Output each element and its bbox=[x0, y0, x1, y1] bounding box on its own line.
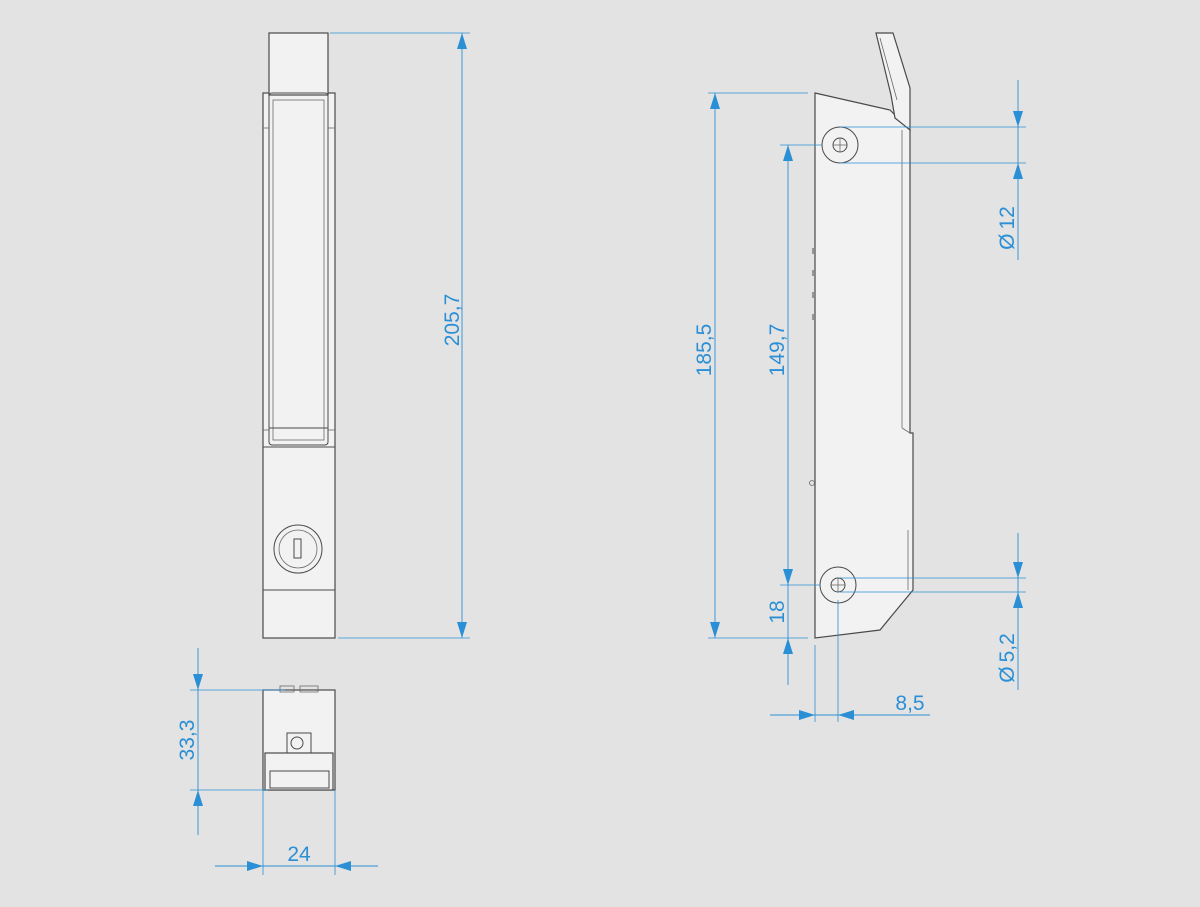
side-view bbox=[809, 32, 914, 639]
dim-hole-large-label: Ø12 bbox=[996, 206, 1019, 250]
dim-bottom-width-label: 24 bbox=[287, 843, 311, 866]
dim-side-spacing-label: 149,7 bbox=[766, 324, 789, 377]
dim-front-height: 205,7 bbox=[330, 32, 470, 639]
side-top-hook bbox=[875, 32, 911, 132]
dim-side-thickness: 8,5 bbox=[770, 600, 930, 722]
diameter-symbol: Ø bbox=[996, 666, 1019, 682]
dim-side-offset-label: 18 bbox=[766, 600, 789, 623]
front-handle-frame bbox=[268, 92, 329, 446]
lock-cylinder-icon bbox=[273, 524, 323, 574]
dim-front-height-label: 205,7 bbox=[441, 294, 464, 347]
dim-hole-small: Ø5,2 bbox=[840, 533, 1026, 690]
dim-bottom-depth: 33,3 bbox=[176, 648, 285, 835]
front-view bbox=[262, 32, 336, 639]
front-body-outline bbox=[262, 92, 336, 639]
dim-side-thickness-label: 8,5 bbox=[895, 692, 924, 715]
bottom-view bbox=[262, 685, 336, 791]
front-handle-inner bbox=[272, 99, 325, 441]
dim-bottom-depth-label: 33,3 bbox=[176, 720, 199, 761]
side-plate-outline bbox=[814, 92, 914, 639]
dim-hole-small-label: Ø5,2 bbox=[996, 633, 1019, 683]
diameter-symbol: Ø bbox=[996, 234, 1019, 250]
dim-side-holes: 149,7 18 bbox=[766, 144, 822, 685]
front-top-latch bbox=[268, 32, 329, 96]
dim-side-total: 185,5 bbox=[693, 92, 808, 639]
dim-hole-large: Ø12 bbox=[840, 80, 1026, 260]
dim-side-total-label: 185,5 bbox=[693, 324, 716, 377]
dim-bottom-width: 24 bbox=[215, 790, 378, 875]
